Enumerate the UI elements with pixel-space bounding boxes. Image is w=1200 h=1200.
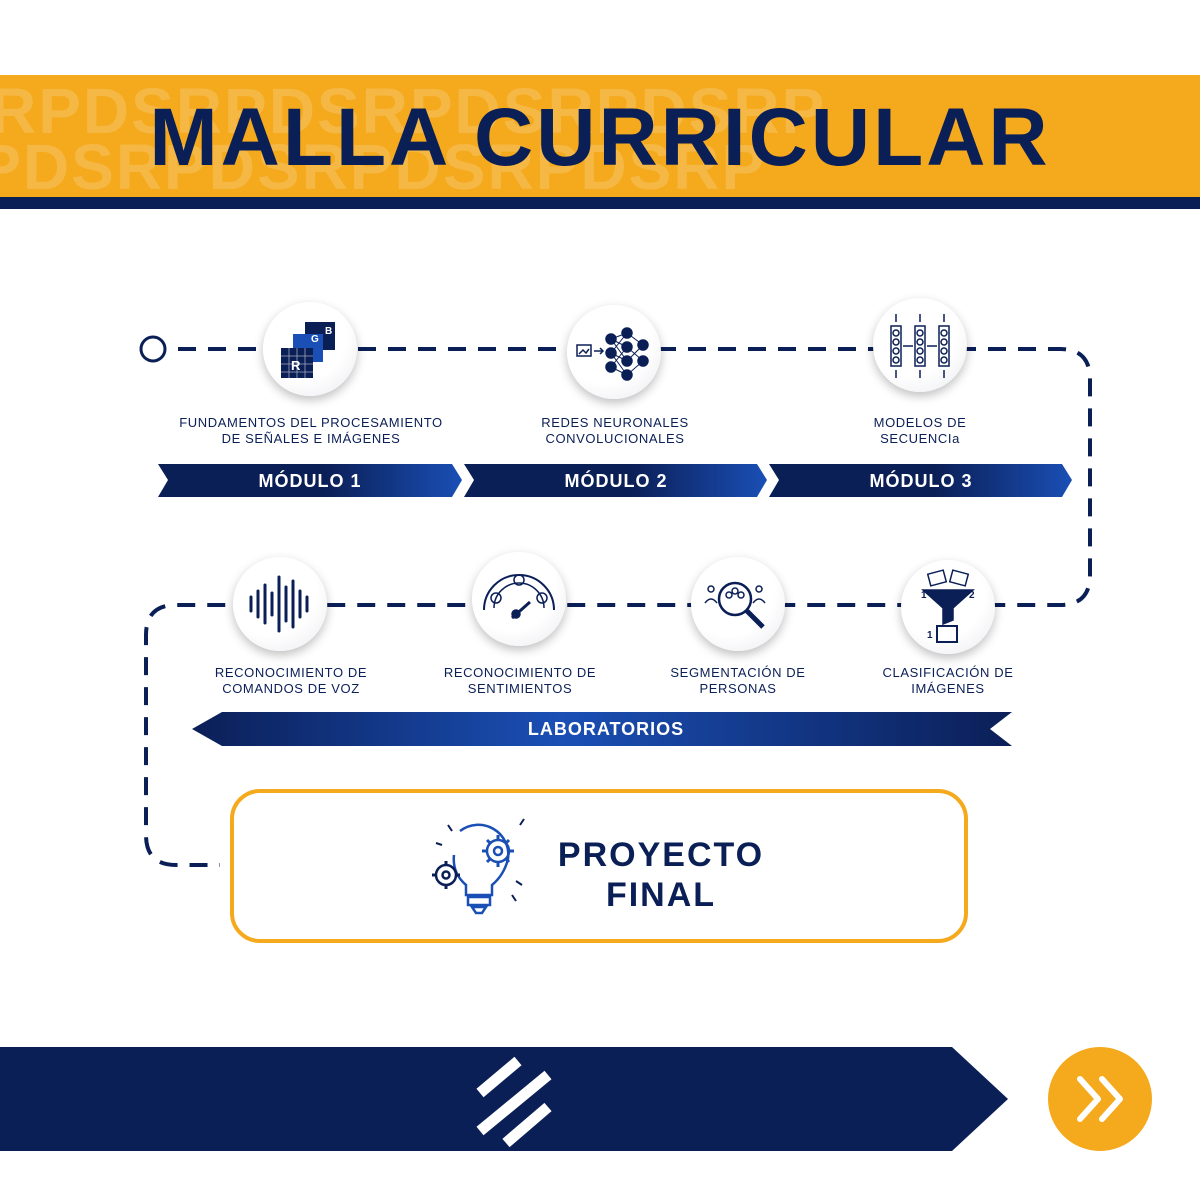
svg-text:1: 1 bbox=[921, 590, 927, 601]
module-1-caption: FUNDAMENTOS DEL PROCESAMIENTO DE SEÑALES… bbox=[179, 415, 443, 446]
next-button[interactable] bbox=[1048, 1047, 1152, 1151]
module-1-label: MÓDULO 1 bbox=[258, 470, 362, 491]
final-project-line1: PROYECTO bbox=[557, 836, 765, 874]
final-project-card bbox=[230, 789, 968, 943]
sound-wave-icon bbox=[233, 557, 327, 651]
svg-text:B: B bbox=[325, 326, 332, 337]
module-chevron-2 bbox=[464, 464, 767, 497]
page-title: MALLA CURRICULAR bbox=[149, 92, 1051, 183]
lightbulb-gears-icon bbox=[428, 815, 528, 919]
lab-4-caption: CLASIFICACIÓN DE IMÁGENES bbox=[882, 665, 1014, 696]
people-search-icon bbox=[691, 557, 785, 651]
lab-1-caption: RECONOCIMIENTO DE COMANDOS DE VOZ bbox=[214, 665, 368, 696]
labs-label: LABORATORIOS bbox=[527, 718, 685, 739]
svg-text:R: R bbox=[291, 358, 301, 373]
image-filter-icon: 1 2 1 bbox=[901, 560, 995, 654]
double-chevron-right-icon bbox=[1077, 1076, 1123, 1122]
start-point bbox=[139, 335, 167, 363]
rgb-channels-icon: R G B bbox=[263, 302, 357, 396]
labs-arrow bbox=[192, 712, 1012, 746]
neural-network-icon bbox=[567, 305, 661, 399]
footer-bar bbox=[0, 1047, 1008, 1151]
banner-watermark: RPDSRPDSRPDSRPDSRP RPDSRPDSRPDSRPDSRP bbox=[0, 75, 827, 197]
svg-text:G: G bbox=[311, 334, 319, 345]
lab-2-caption: RECONOCIMIENTO DE SENTIMIENTOS bbox=[443, 665, 597, 696]
double-slash-icon bbox=[476, 1056, 552, 1148]
module-chevron-3 bbox=[769, 464, 1072, 497]
header-banner: RPDSRPDSRPDSRPDSRP RPDSRPDSRPDSRPDSRP MA… bbox=[0, 75, 1200, 197]
module-chevron-1 bbox=[158, 464, 462, 497]
module-3-label: MÓDULO 3 bbox=[869, 470, 973, 491]
module-3-caption: MODELOS DE SECUENCIa bbox=[873, 415, 967, 446]
final-project-title: PROYECTO FINAL bbox=[552, 835, 770, 915]
final-project-line2: FINAL bbox=[605, 876, 717, 914]
lab-3-caption: SEGMENTACIÓN DE PERSONAS bbox=[670, 665, 806, 696]
banner-underline bbox=[0, 197, 1200, 209]
svg-text:2: 2 bbox=[969, 590, 975, 601]
module-2-caption: REDES NEURONALES CONVOLUCIONALES bbox=[541, 415, 689, 446]
svg-text:1: 1 bbox=[927, 630, 933, 641]
sentiment-gauge-icon bbox=[472, 552, 566, 646]
sequence-model-icon bbox=[873, 298, 967, 392]
module-2-label: MÓDULO 2 bbox=[564, 470, 668, 491]
